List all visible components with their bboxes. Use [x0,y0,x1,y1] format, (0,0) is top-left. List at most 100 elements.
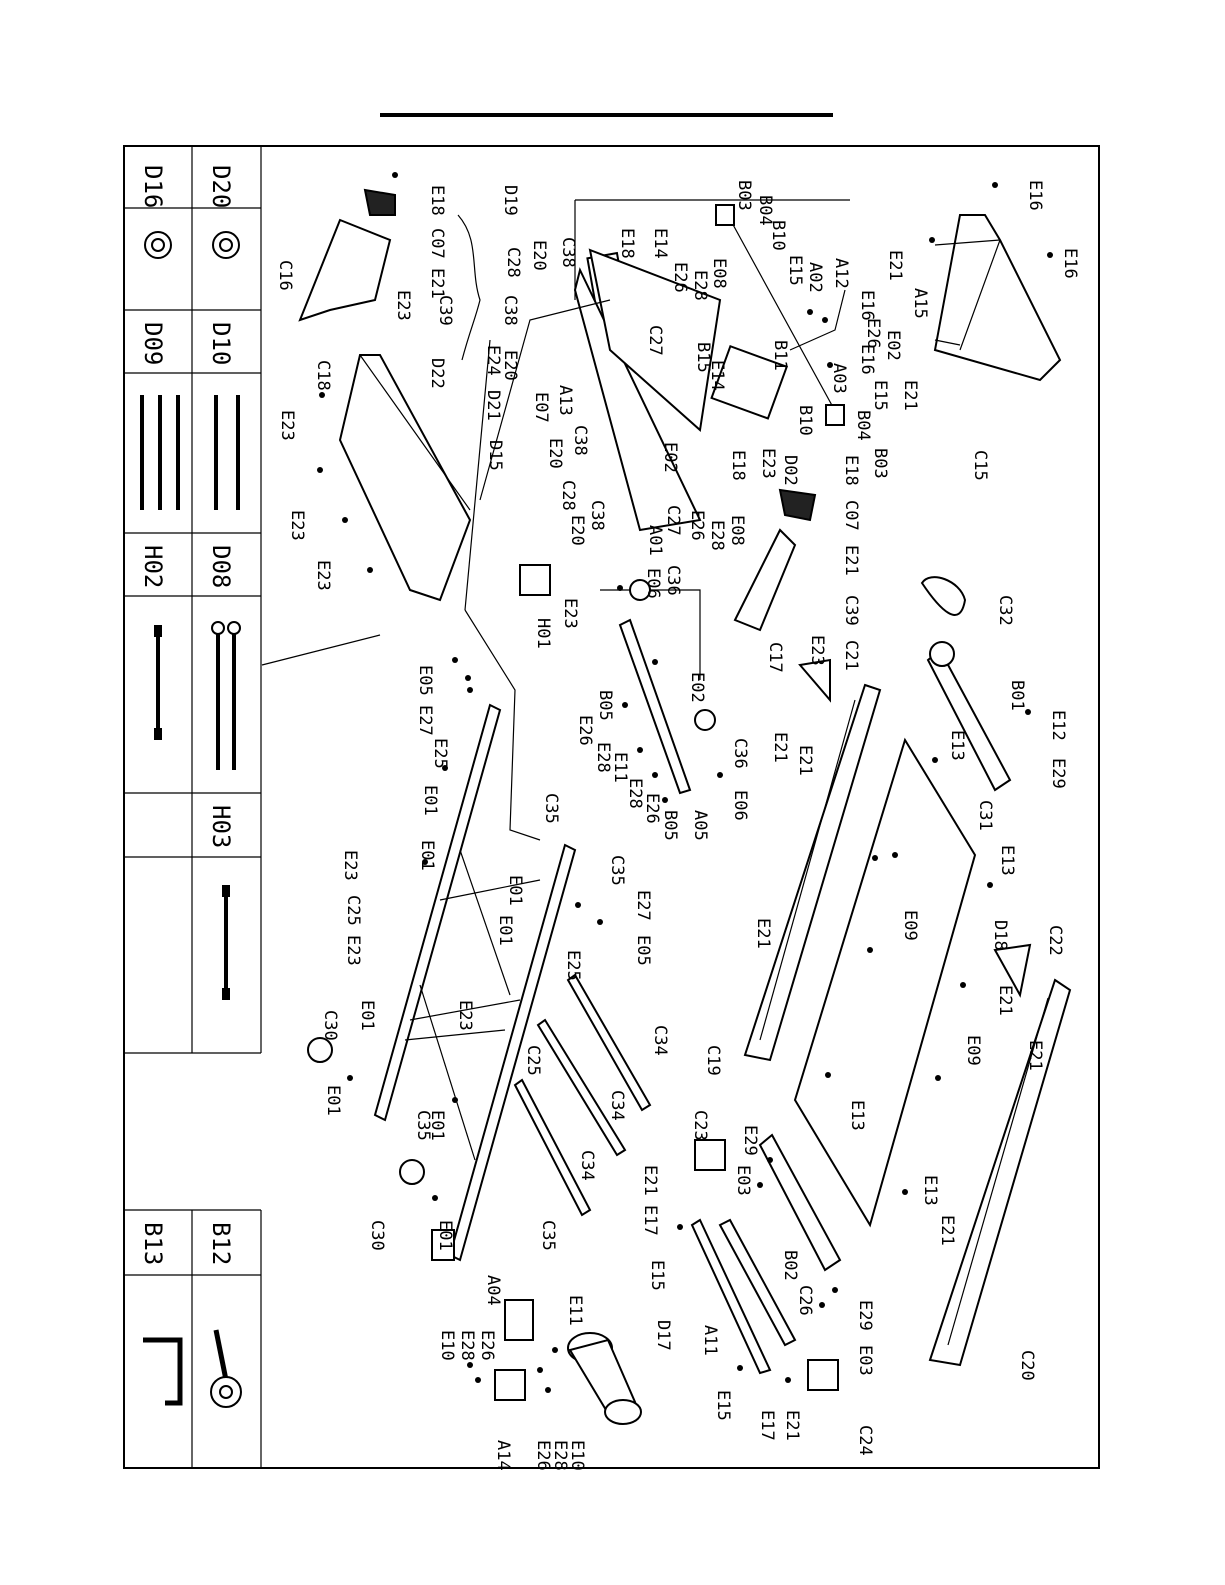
part-label: C25 [343,895,363,926]
part-label: E11 [565,1295,585,1326]
part-label: E23 [393,290,413,321]
part-label: A11 [700,1325,720,1356]
part-label: E21 [995,985,1015,1016]
part-label: E20 [500,350,520,381]
part-label: E14 [707,360,727,391]
part-label: E15 [713,1390,733,1421]
part-label: C15 [970,450,990,481]
part-label: E02 [883,330,903,361]
part-label: E28 [625,778,645,809]
part-label: E21 [427,268,447,299]
part-label: B15 [693,342,713,373]
legend-label: D16 [139,165,167,208]
part-label: C30 [367,1220,387,1251]
part-label: E29 [1048,758,1068,789]
wire-icon [154,625,162,740]
part-label: E20 [529,240,549,271]
legend-label: D20 [207,165,235,208]
part-label: E01 [323,1085,343,1116]
part-label: E13 [847,1100,867,1131]
part-label: A02 [805,262,825,293]
part-label: D02 [780,455,800,486]
part-label: C39 [841,595,861,626]
part-label: A14 [493,1440,513,1471]
part-label: C38 [558,237,578,268]
part-label: E21 [770,732,790,763]
part-label: C39 [435,295,455,326]
cable-tie-icon [214,395,240,510]
part-label: E05 [415,665,435,696]
part-label: E09 [963,1035,983,1066]
diagram-frame [123,145,1100,1469]
part-label: B03 [870,448,890,479]
cable-tie-icon [140,395,180,510]
parts-drawing [261,172,1072,1425]
part-label: E24 [483,345,503,376]
part-label: E27 [633,890,653,921]
part-label: A01 [645,525,665,556]
part-label: E01 [495,915,515,946]
part-label: E26 [687,510,707,541]
part-label: B11 [770,340,790,371]
part-label: E21 [795,745,815,776]
part-label: C26 [795,1285,815,1316]
part-label: E26 [533,1440,553,1471]
part-label: E28 [457,1330,477,1361]
hardware-legend-table: D16 D09 H02 B13 D20 D10 D08 H03 B12 [124,146,262,1468]
part-label: E23 [277,410,297,441]
allen-key-icon [143,1337,183,1406]
part-label: C34 [650,1025,670,1056]
part-label: E02 [687,672,707,703]
part-label: C30 [320,1010,340,1041]
part-label: B10 [768,220,788,251]
part-label: E18 [728,450,748,481]
part-label: E26 [863,318,883,349]
part-label: A13 [555,385,575,416]
part-label: C25 [523,1045,543,1076]
part-label: C34 [607,1090,627,1121]
part-label: E21 [885,250,905,281]
part-label: D18 [990,920,1010,951]
part-label: B04 [755,195,775,226]
wire-icon [222,885,230,1000]
part-label: E01 [420,785,440,816]
part-label: E28 [707,520,727,551]
part-label: E17 [757,1410,777,1441]
part-label: E07 [531,392,551,423]
part-label: E28 [550,1440,570,1471]
part-label: E23 [313,560,333,591]
part-label: E01 [427,1110,447,1141]
part-label: E01 [357,1000,377,1031]
part-label: B03 [734,180,754,211]
part-label: C35 [541,793,561,824]
part-label: C07 [427,228,447,259]
part-label: E25 [563,950,583,981]
part-label: E10 [437,1330,457,1361]
part-label: E14 [650,228,670,259]
part-label: E23 [758,448,778,479]
part-label: C28 [558,480,578,511]
part-label: E18 [841,455,861,486]
legend-label: H02 [139,545,167,588]
part-label: C18 [313,360,333,391]
part-label: E23 [287,510,307,541]
part-label: E13 [920,1175,940,1206]
part-label: B10 [795,405,815,436]
part-label: E11 [610,752,630,783]
part-label: E28 [690,270,710,301]
part-label: A04 [483,1275,503,1306]
part-label: B01 [1007,680,1027,711]
part-label: E21 [900,380,920,411]
part-label: E23 [343,935,363,966]
part-label: E17 [640,1205,660,1236]
part-label: E15 [870,380,890,411]
part-label: C17 [765,642,785,673]
part-label: C07 [841,500,861,531]
part-label: E21 [640,1165,660,1196]
part-label: C21 [841,640,861,671]
part-label: B05 [595,690,615,721]
part-label: E21 [841,545,861,576]
part-label: D21 [483,390,503,421]
legend-label: H03 [207,805,235,848]
